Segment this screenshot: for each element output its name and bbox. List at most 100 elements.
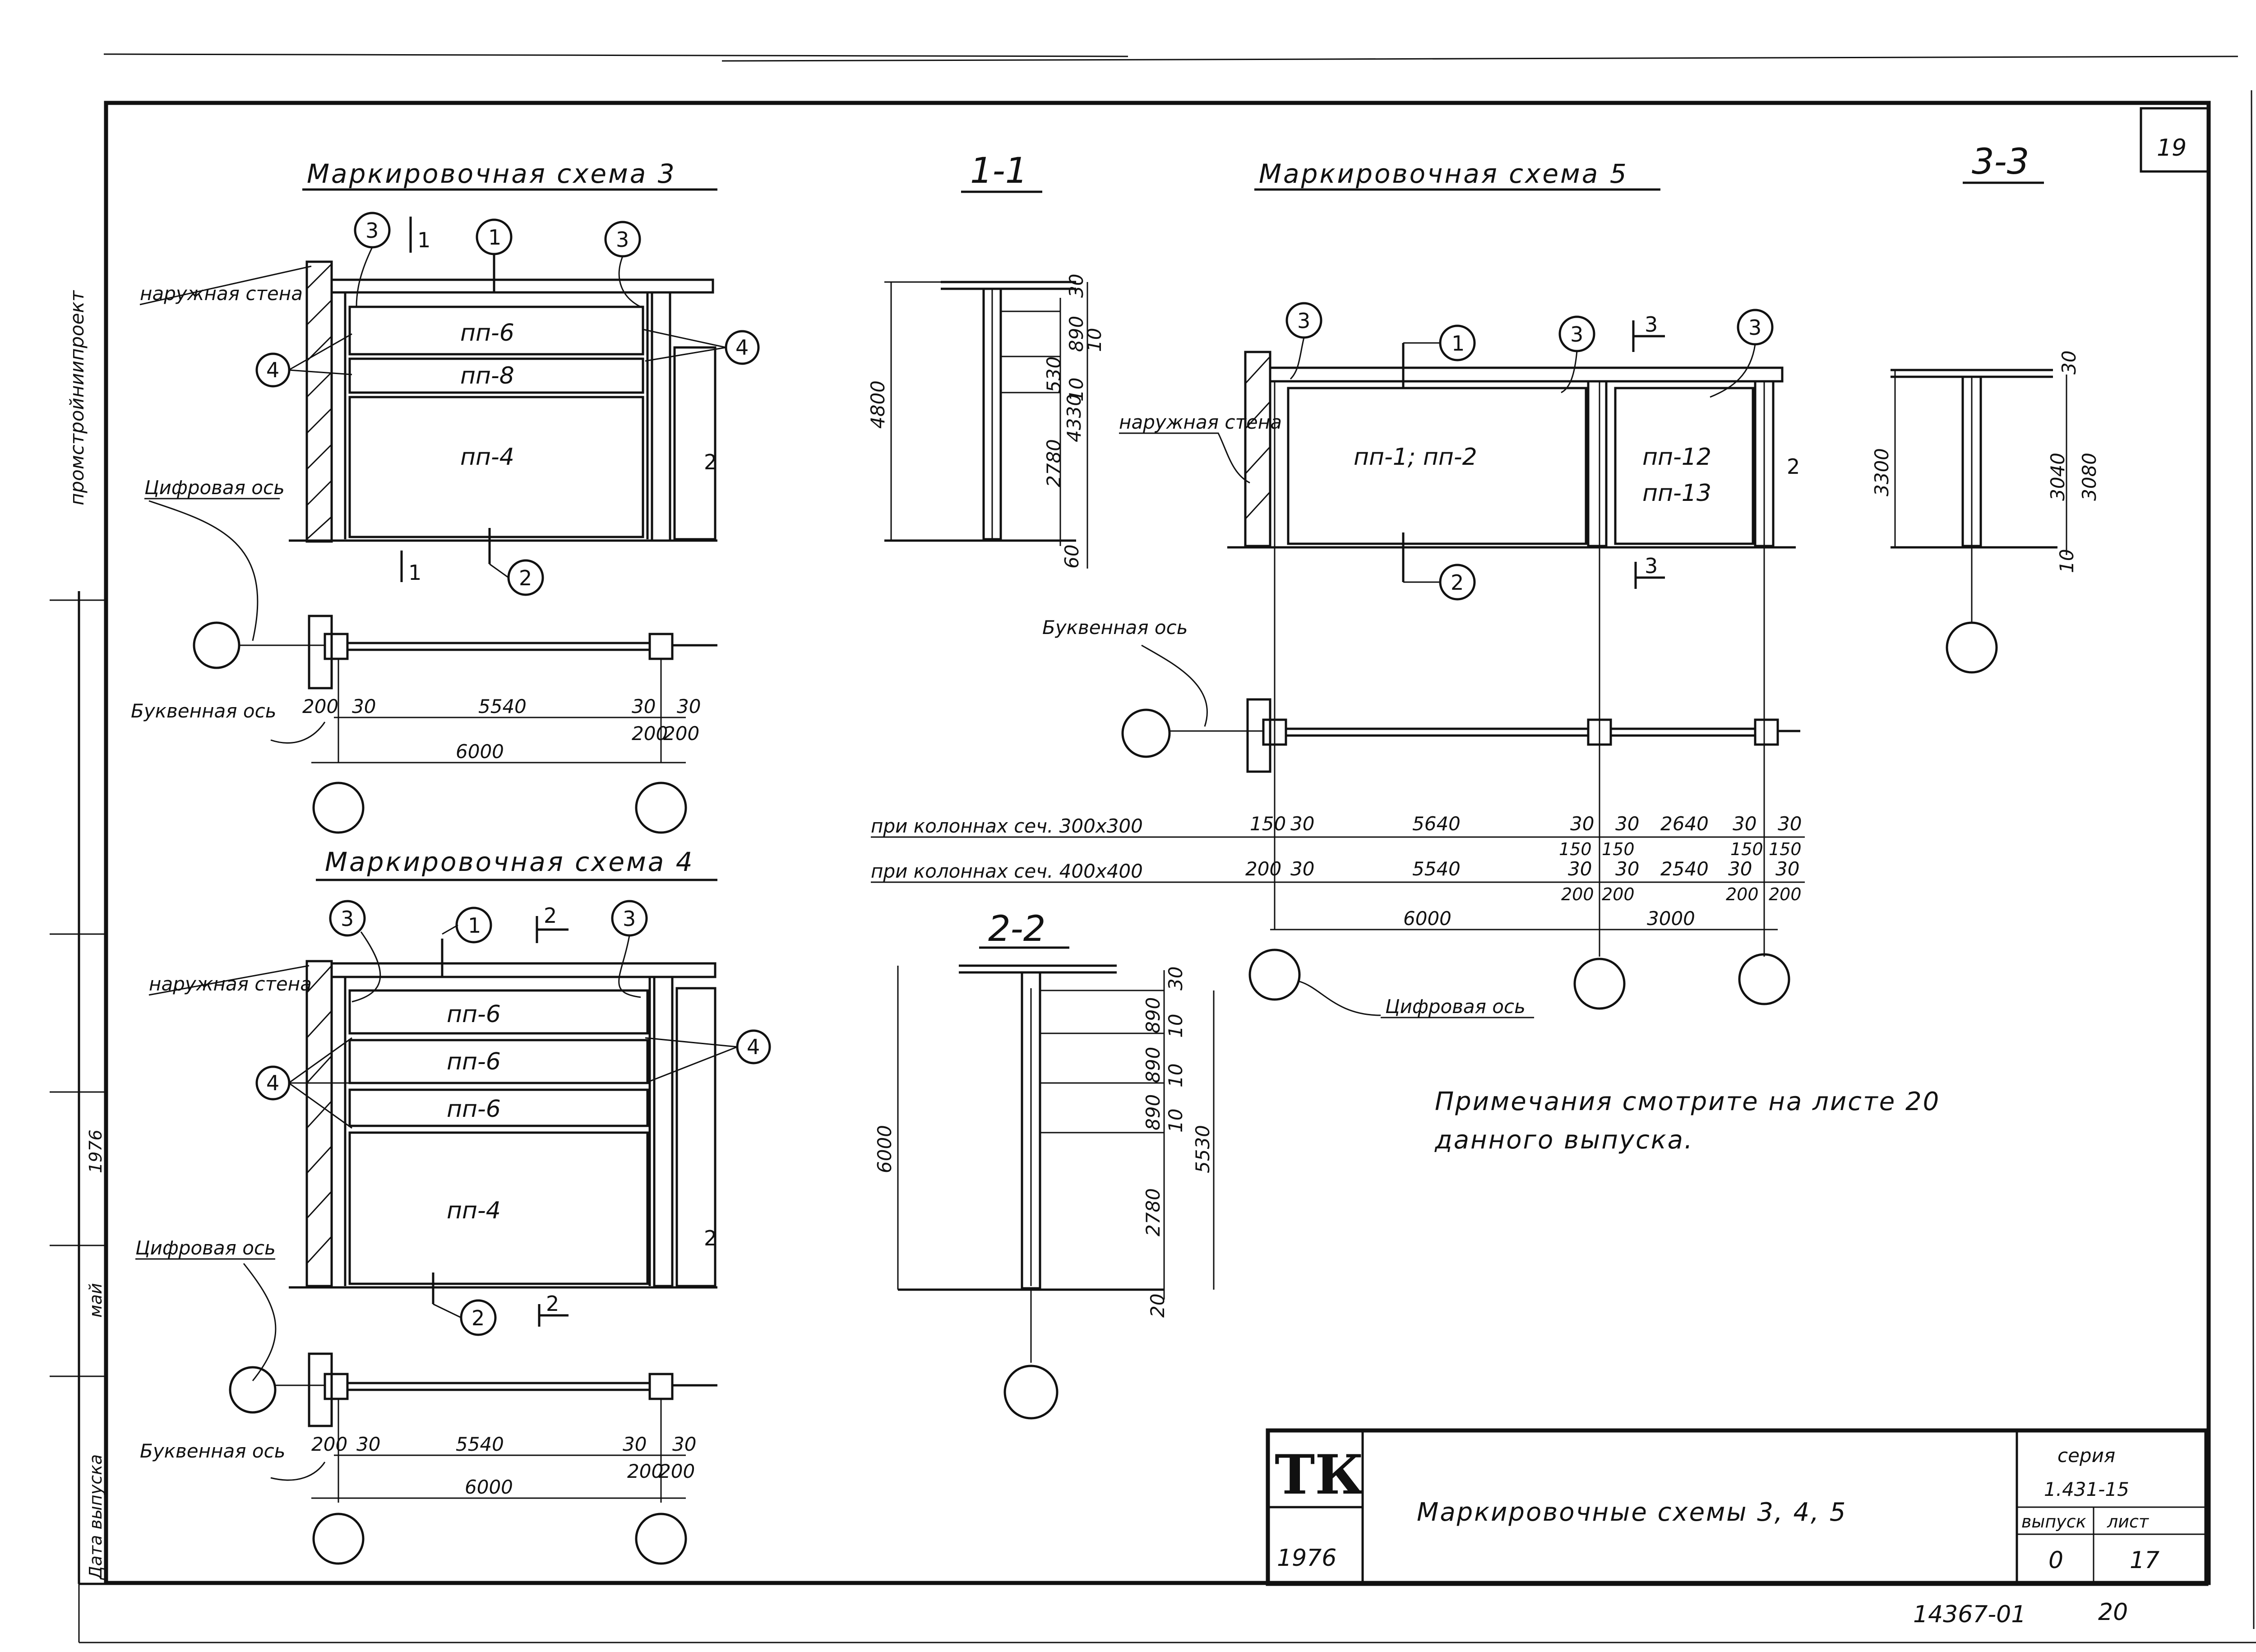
- scheme-3-cut-mark-bottom: 1: [408, 560, 421, 585]
- scheme-3-panel-main: пп-4: [460, 444, 514, 471]
- scheme-4-marker-3a: 3: [341, 907, 354, 931]
- scheme-3-dim-200b: 200: [632, 722, 668, 745]
- title-block-issue-value: 0: [2048, 1547, 2063, 1574]
- scheme-3-dim-5540: 5540: [478, 695, 527, 717]
- scheme-5-row1-dim-5640: 5640: [1412, 813, 1461, 835]
- scheme-3-marker-4a: 4: [266, 358, 279, 382]
- scheme-5-row2-dim-30a: 30: [1290, 858, 1314, 880]
- scheme-5-marker-3a: 3: [1297, 309, 1310, 333]
- scheme-3-marker-3b: 3: [616, 227, 629, 252]
- scheme-4-letter-axis-label: Буквенная ось: [140, 1440, 285, 1462]
- scheme-5-row1-sub-b: 150: [1602, 839, 1635, 859]
- scheme-4-marker-1: 1: [468, 913, 481, 938]
- title-block-drawing-title: Маркировочные схемы 3, 4, 5: [1417, 1498, 1847, 1527]
- scheme-4-cut-mark-bottom: 2: [546, 1291, 559, 1316]
- scheme-3-dim-30c: 30: [677, 695, 701, 717]
- section-2-2-dim-2780: 2780: [1142, 1188, 1164, 1236]
- scheme-5-wall-hatch: [1244, 356, 1271, 520]
- scheme-5-row2-label: при колоннах сеч. 400х400: [871, 860, 1143, 882]
- section-2-2-dim-30: 30: [1165, 967, 1187, 990]
- scheme-5-row1-sub-d: 150: [1769, 839, 1802, 859]
- section-2-2: 2-2 6000 5530 30 890 10 890 10 890 10 27…: [874, 909, 1215, 1420]
- scheme-4-title: Маркировочная схема 4: [325, 847, 694, 877]
- scheme-3-side-mark: 2: [704, 450, 717, 474]
- scheme-5-title: Маркировочная схема 5: [1259, 158, 1628, 189]
- note-line-1: Примечания смотрите на листе 20: [1435, 1087, 1940, 1116]
- section-3-3-dim-total: 3300: [1871, 448, 1893, 496]
- scheme-5-row2-dim-30e: 30: [1775, 858, 1799, 880]
- left-margin-date-label: Дата выпуска: [86, 1454, 106, 1580]
- scheme-5-row1-dim-150: 150: [1250, 813, 1286, 835]
- scheme-5-digit-axis-label: Цифровая ось: [1385, 995, 1526, 1018]
- section-1-1-title: 1-1: [970, 151, 1027, 191]
- scheme-5-panel-right-2: пп-13: [1642, 480, 1711, 507]
- scheme-5-row2-sub-d: 200: [1769, 884, 1802, 904]
- scheme-4-wall-hatch: [306, 965, 333, 1264]
- scheme-5-row2-dim-2540: 2540: [1660, 858, 1709, 880]
- scheme-5-row1-dim-30c: 30: [1615, 813, 1639, 835]
- scheme-4-marker-4b: 4: [747, 1035, 760, 1059]
- section-1-1-dim-10b: 10: [1065, 378, 1087, 402]
- left-margin-org: промстройниипроект: [66, 290, 88, 505]
- scheme-5-cut-mark-bottom: 3: [1645, 554, 1658, 578]
- scheme-5-total-6000: 6000: [1403, 907, 1452, 930]
- scheme-5: Маркировочная схема 5 пп-1; пп-2 пп-12 п…: [871, 158, 1805, 1018]
- title-block: ТК 1976 Маркировочные схемы 3, 4, 5 сери…: [1266, 1428, 2209, 1586]
- scheme-3-marker-3a: 3: [365, 218, 379, 243]
- section-3-3-title: 3-3: [1972, 142, 2029, 182]
- section-2-2-dim-total: 6000: [874, 1125, 896, 1173]
- scheme-3-dim-200a: 200: [302, 695, 338, 717]
- scheme-5-row1-sub-c: 150: [1730, 839, 1763, 859]
- scheme-5-panel-right-1: пп-12: [1642, 444, 1711, 471]
- section-2-2-dim-20: 20: [1146, 1294, 1169, 1318]
- scheme-3-digit-axis-label: Цифровая ось: [144, 477, 285, 499]
- left-margin-year: 1976: [86, 1129, 106, 1173]
- scheme-5-row1-dim-30d: 30: [1733, 813, 1757, 835]
- scheme-3-wall-hatch: [306, 263, 333, 540]
- section-3-3-dim-3080: 3080: [2078, 453, 2100, 501]
- section-1-1: 1-1 4800 4330 30 890 10 530 10 2780 60: [867, 151, 1105, 569]
- scheme-4-dim-30b: 30: [623, 1433, 647, 1455]
- scheme-5-panel-left: пп-1; пп-2: [1354, 444, 1477, 471]
- title-block-sheet-label: лист: [2107, 1512, 2150, 1532]
- section-2-2-dim-mid: 5530: [1192, 1125, 1214, 1173]
- scheme-4: Маркировочная схема 4 пп-6 пп-6 пп-6 пп-…: [135, 847, 771, 1565]
- section-3-3-dim-3040: 3040: [2047, 453, 2069, 501]
- scheme-5-row1-dim-30b: 30: [1570, 813, 1594, 835]
- scheme-5-marker-2: 2: [1451, 570, 1464, 595]
- scheme-3-letter-axis-label: Буквенная ось: [131, 700, 276, 722]
- scheme-3-marker-2: 2: [519, 566, 532, 590]
- bottom-code: 14367-01: [1913, 1601, 2026, 1628]
- section-2-2-title: 2-2: [988, 909, 1045, 949]
- title-block-issue-label: выпуск: [2021, 1512, 2086, 1532]
- scheme-5-outer-wall-label: наружная стена: [1119, 411, 1282, 433]
- scheme-4-dim-200c: 200: [659, 1460, 695, 1482]
- note-line-2: данного выпуска.: [1434, 1125, 1694, 1155]
- section-1-1-dim-total: 4800: [867, 380, 889, 429]
- scheme-5-cut-mark-top: 3: [1645, 312, 1658, 337]
- scheme-5-total-3000: 3000: [1647, 907, 1695, 930]
- scheme-5-row2-sub-b: 200: [1602, 884, 1635, 904]
- scheme-5-row1-dim-30a: 30: [1290, 813, 1314, 835]
- section-3-3-dim-10: 10: [2056, 549, 2078, 573]
- scheme-5-marker-3c: 3: [1748, 315, 1761, 340]
- scheme-4-panel-main: пп-4: [447, 1197, 501, 1224]
- scheme-3-panel-top: пп-6: [460, 319, 514, 347]
- title-block-series-label: серия: [2057, 1444, 2115, 1467]
- scheme-5-row1-label: при колоннах сеч. 300х300: [871, 815, 1143, 837]
- section-1-1-dim-2780: 2780: [1043, 439, 1065, 487]
- section-1-1-dim-mid: 4330: [1063, 394, 1085, 442]
- scheme-4-cut-mark-top: 2: [544, 903, 557, 928]
- section-1-1-dim-30: 30: [1065, 274, 1087, 298]
- scheme-4-marker-3b: 3: [623, 907, 636, 931]
- scheme-5-letter-axis-label: Буквенная ось: [1042, 616, 1188, 639]
- scheme-4-dim-200b: 200: [627, 1460, 663, 1482]
- section-2-2-dim-890a: 890: [1142, 997, 1164, 1033]
- section-2-2-dim-10b: 10: [1165, 1064, 1187, 1087]
- scheme-5-row1-dim-30e: 30: [1778, 813, 1802, 835]
- section-1-1-dim-10a: 10: [1083, 328, 1105, 352]
- scheme-4-dim-30c: 30: [672, 1433, 696, 1455]
- section-2-2-dim-890c: 890: [1142, 1094, 1164, 1130]
- section-1-1-dim-890: 890: [1065, 316, 1087, 352]
- scheme-3-marker-4b: 4: [735, 335, 749, 360]
